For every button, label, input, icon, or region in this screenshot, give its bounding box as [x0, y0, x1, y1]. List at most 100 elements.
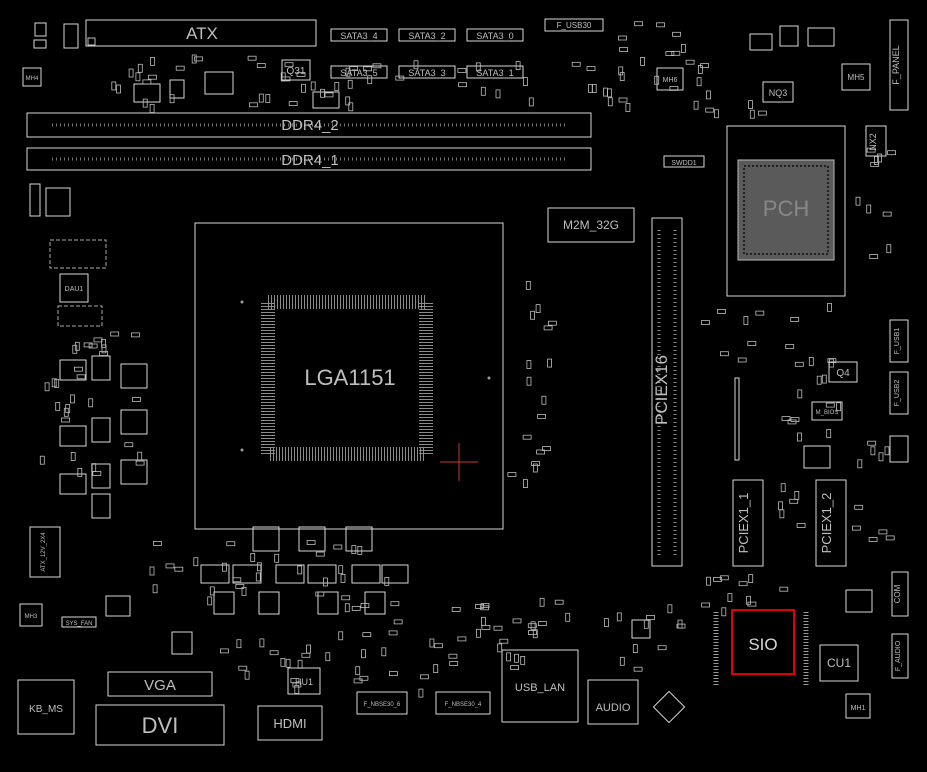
passive-component	[779, 509, 785, 519]
pciex1-1-slot[interactable]	[732, 479, 764, 567]
cu1-label: CU1	[827, 656, 851, 670]
ddr4-1-slot[interactable]	[26, 147, 592, 171]
atx-connector[interactable]	[85, 19, 317, 47]
audio-port[interactable]	[587, 679, 639, 725]
passive-component	[111, 81, 117, 91]
pch-outline	[726, 125, 846, 297]
passive-component	[296, 72, 306, 77]
f-nbse30-4-connector[interactable]	[435, 691, 491, 715]
sata3-3-connector[interactable]	[398, 65, 456, 79]
mh3-mount	[19, 603, 43, 627]
passive-component	[721, 607, 727, 617]
passive-component	[643, 619, 649, 629]
dvi-port[interactable]	[95, 704, 225, 746]
passive-component	[209, 586, 215, 596]
f-audio-label: F_AUDIO	[895, 640, 902, 671]
pciex16-slot[interactable]	[651, 217, 683, 567]
passive-component	[523, 479, 528, 489]
passive-component	[681, 44, 686, 53]
swdd1-label: SWDD1	[671, 160, 696, 167]
sys-fan-connector[interactable]	[61, 616, 97, 628]
sata3-4-connector[interactable]	[330, 28, 388, 42]
sata3-3-label: SATA3_3	[408, 68, 445, 78]
passive-component	[870, 446, 876, 456]
passive-component	[241, 587, 247, 596]
passive-component	[706, 90, 711, 100]
f-nbse30-6-connector[interactable]	[356, 691, 408, 715]
passive-component	[110, 331, 120, 337]
atx-12v-label: ATX_12V_2X4	[41, 532, 47, 572]
f-usb30-connector[interactable]	[544, 18, 604, 32]
passive-component	[61, 417, 70, 423]
passive-component	[746, 595, 751, 605]
passive-component	[737, 357, 747, 363]
hdmi-port[interactable]	[257, 705, 323, 741]
sata3-1-connector[interactable]	[466, 65, 524, 79]
passive-component	[247, 55, 257, 61]
passive-component	[280, 658, 286, 667]
kb-ms-port[interactable]	[17, 679, 75, 735]
passive-component	[448, 653, 458, 659]
sata3-5-connector[interactable]	[330, 65, 388, 79]
passive-component	[632, 644, 638, 653]
f-panel-connector[interactable]	[889, 19, 909, 111]
passive-component	[527, 623, 537, 629]
passive-component	[348, 102, 354, 112]
passive-component	[207, 596, 213, 606]
passive-component	[713, 577, 722, 582]
passive-component	[290, 678, 300, 683]
passive-component	[696, 77, 702, 87]
passive-component	[825, 402, 835, 408]
passive-component	[315, 551, 325, 557]
f-usb30-label: F_USB30	[557, 21, 592, 30]
passive-component	[523, 77, 528, 86]
m-bios-label: M_BIOS	[816, 410, 839, 416]
passive-component	[857, 459, 863, 469]
f-audio-connector[interactable]	[891, 633, 909, 679]
passive-component	[174, 566, 184, 572]
pch-chip[interactable]	[737, 159, 835, 261]
usb-lan-label: USB_LAN	[515, 682, 565, 694]
m2m-32g-slot[interactable]	[547, 207, 635, 243]
passive-component	[480, 603, 490, 608]
passive-component	[147, 74, 157, 80]
passive-component	[701, 602, 710, 608]
vga-port[interactable]	[107, 671, 213, 697]
lga1151-socket-frame[interactable]	[194, 222, 504, 530]
passive-component	[528, 97, 534, 107]
pciex1-2-slot[interactable]	[815, 479, 847, 567]
f-usb1-connector[interactable]	[889, 319, 909, 363]
passive-component	[413, 60, 419, 70]
passive-component	[542, 446, 551, 452]
passive-component	[142, 98, 148, 108]
f-usb2-connector[interactable]	[889, 371, 909, 415]
mh3-label: MH3	[25, 614, 38, 620]
sata3-2-connector[interactable]	[398, 28, 456, 42]
passive-component	[867, 440, 877, 446]
passive-component	[481, 625, 491, 630]
passive-component	[135, 72, 141, 82]
passive-component	[128, 68, 134, 78]
passive-component	[236, 639, 242, 649]
usb-lan-port[interactable]	[501, 649, 579, 723]
atx-12v-connector[interactable]	[29, 526, 61, 578]
passive-component	[322, 577, 328, 587]
passive-component	[418, 688, 424, 698]
ddr4-2-slot[interactable]	[26, 112, 592, 138]
mh1-label: MH1	[851, 705, 866, 712]
com-connector[interactable]	[891, 571, 909, 617]
passive-component	[390, 601, 400, 607]
nx2-part	[865, 125, 887, 157]
passive-component	[193, 557, 199, 567]
passive-component	[101, 344, 107, 354]
passive-component	[338, 631, 344, 641]
q30-part	[63, 23, 79, 49]
passive-component	[99, 351, 108, 356]
passive-component	[259, 638, 265, 648]
sata3-0-connector[interactable]	[466, 28, 524, 42]
passive-component	[83, 342, 93, 348]
passive-component	[571, 61, 581, 67]
passive-component	[526, 360, 532, 369]
sio-chip[interactable]	[731, 609, 795, 675]
passive-component	[333, 544, 343, 550]
